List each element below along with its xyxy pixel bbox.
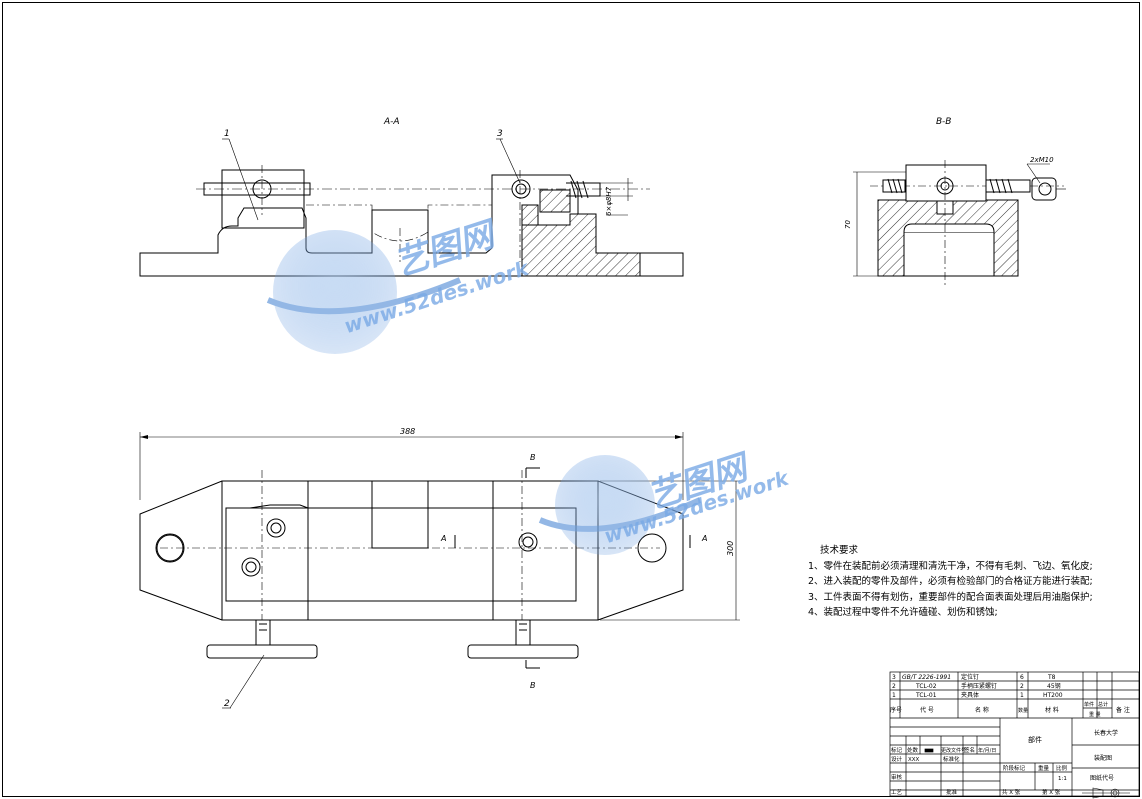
part-label: 部件 <box>1028 735 1042 744</box>
count-label: 处数 <box>907 746 919 754</box>
watermark-logo-2 <box>538 455 702 555</box>
balloon-3: 3 <box>497 129 503 139</box>
bom-qty: 2 <box>1020 683 1024 690</box>
plan-view: 388 300 B B A A <box>139 427 740 709</box>
bom-name: 夹具体 <box>961 691 979 699</box>
section-bb-label: B-B <box>936 117 951 127</box>
approve-label: 批准 <box>946 788 958 796</box>
design-label: 设计 <box>891 755 903 763</box>
weight-label: 重量 <box>1038 764 1050 772</box>
bom-header-remark: 备 注 <box>1116 706 1130 714</box>
cut-mark-a-left: A <box>440 534 446 543</box>
section-bb-view: B-B 70 2xM10 <box>844 117 1066 285</box>
sign-label: 签名 <box>964 746 975 754</box>
bom-material: HT200 <box>1043 692 1063 699</box>
standardize-label: 标准化 <box>943 755 960 763</box>
technical-requirements: 技术要求 1、零件在装配前必须清理和清洗干净，不得有毛刺、飞边、氧化皮; 2、进… <box>808 543 1138 621</box>
bom-qty: 1 <box>1020 692 1024 699</box>
projection-symbol <box>1082 787 1130 799</box>
bom-header-weight: 重 量 <box>1089 711 1101 718</box>
bom-code: GB/T 2226-1991 <box>902 674 951 681</box>
drawing-name: 装配图 <box>1094 754 1112 762</box>
scale-value: 1:1 <box>1058 776 1067 782</box>
bom-header-total: 总计 <box>1098 701 1108 708</box>
cut-mark-b-bottom: B <box>530 681 536 690</box>
thread-callout: 2xM10 <box>1030 156 1054 164</box>
bom-header-qty: 数量 <box>1018 707 1028 714</box>
bom-no: 2 <box>892 683 896 690</box>
title-block-text: 标记 处数 更改文件号 签名 年/月/日 设计 XXX 标准化 审核 工艺 批准… <box>891 729 1118 796</box>
bom-material: 45钢 <box>1047 682 1061 690</box>
title-block <box>889 671 1140 797</box>
bom-code: TCL-02 <box>915 683 937 690</box>
bom-material: T8 <box>1047 674 1056 681</box>
bom-name: 定位钉 <box>961 673 979 681</box>
change-doc-label: 更改文件号 <box>941 747 966 754</box>
hole-callout: 6×φ8H7 <box>605 186 613 216</box>
scale-label: 比例 <box>1056 764 1068 772</box>
balloon-2: 2 <box>224 699 230 709</box>
date-label: 年/月/日 <box>978 747 996 754</box>
bom-no: 3 <box>892 674 896 681</box>
bom-header-code: 代 号 <box>920 706 934 714</box>
length-dim: 388 <box>400 427 415 436</box>
cut-mark-a-right: A <box>701 534 707 543</box>
bom-name: 手柄压紧螺钉 <box>961 682 997 690</box>
watermark-logo-1 <box>266 230 462 354</box>
cut-mark-b-top: B <box>530 453 536 462</box>
designer-value: XXX <box>908 757 920 763</box>
bom-header-unit: 单件 <box>1084 701 1094 708</box>
stage-mark-label: 阶段标记 <box>1003 764 1026 772</box>
section-aa-label: A-A <box>383 117 400 127</box>
sheet-no: 第 X 张 <box>1042 788 1061 796</box>
bom-table: 3 GB/T 2226-1991 定位钉 6 T8 2 TCL-02 手柄压紧螺… <box>890 673 1130 718</box>
school-name: 长春大学 <box>1094 729 1118 737</box>
bom-header-name: 名 称 <box>975 706 989 714</box>
sheet-total: 共 X 张 <box>1002 788 1021 796</box>
note-item: 4、装配过程中零件不允许磕碰、划伤和锈蚀; <box>808 607 998 618</box>
bom-code: TCL-01 <box>915 692 937 699</box>
width-dim: 300 <box>726 541 735 556</box>
bom-qty: 6 <box>1020 674 1024 681</box>
review-label: 审核 <box>891 773 903 781</box>
bom-header-no: 序号 <box>890 706 902 714</box>
balloon-1: 1 <box>224 129 230 139</box>
bom-header-material: 材 料 <box>1045 706 1059 714</box>
bb-height-dim: 70 <box>844 220 852 229</box>
bom-no: 1 <box>892 692 896 699</box>
note-item: 1、零件在装配前必须清理和清洗干净，不得有毛刺、飞边、氧化皮; <box>808 560 1093 572</box>
mark-label: 标记 <box>891 746 903 754</box>
process-label: 工艺 <box>891 789 903 796</box>
notes-title: 技术要求 <box>820 545 859 556</box>
section-aa-view: A-A 6×φ8H7 1 3 <box>139 117 684 277</box>
note-item: 2、进入装配的零件及部件，必须有检验部门的合格证方能进行装配; <box>808 576 1093 587</box>
note-item: 3、工件表面不得有划伤，重要部件的配合面表面处理后用油脂保护; <box>808 591 1093 603</box>
drawing-code-label: 图纸代号 <box>1090 774 1114 782</box>
